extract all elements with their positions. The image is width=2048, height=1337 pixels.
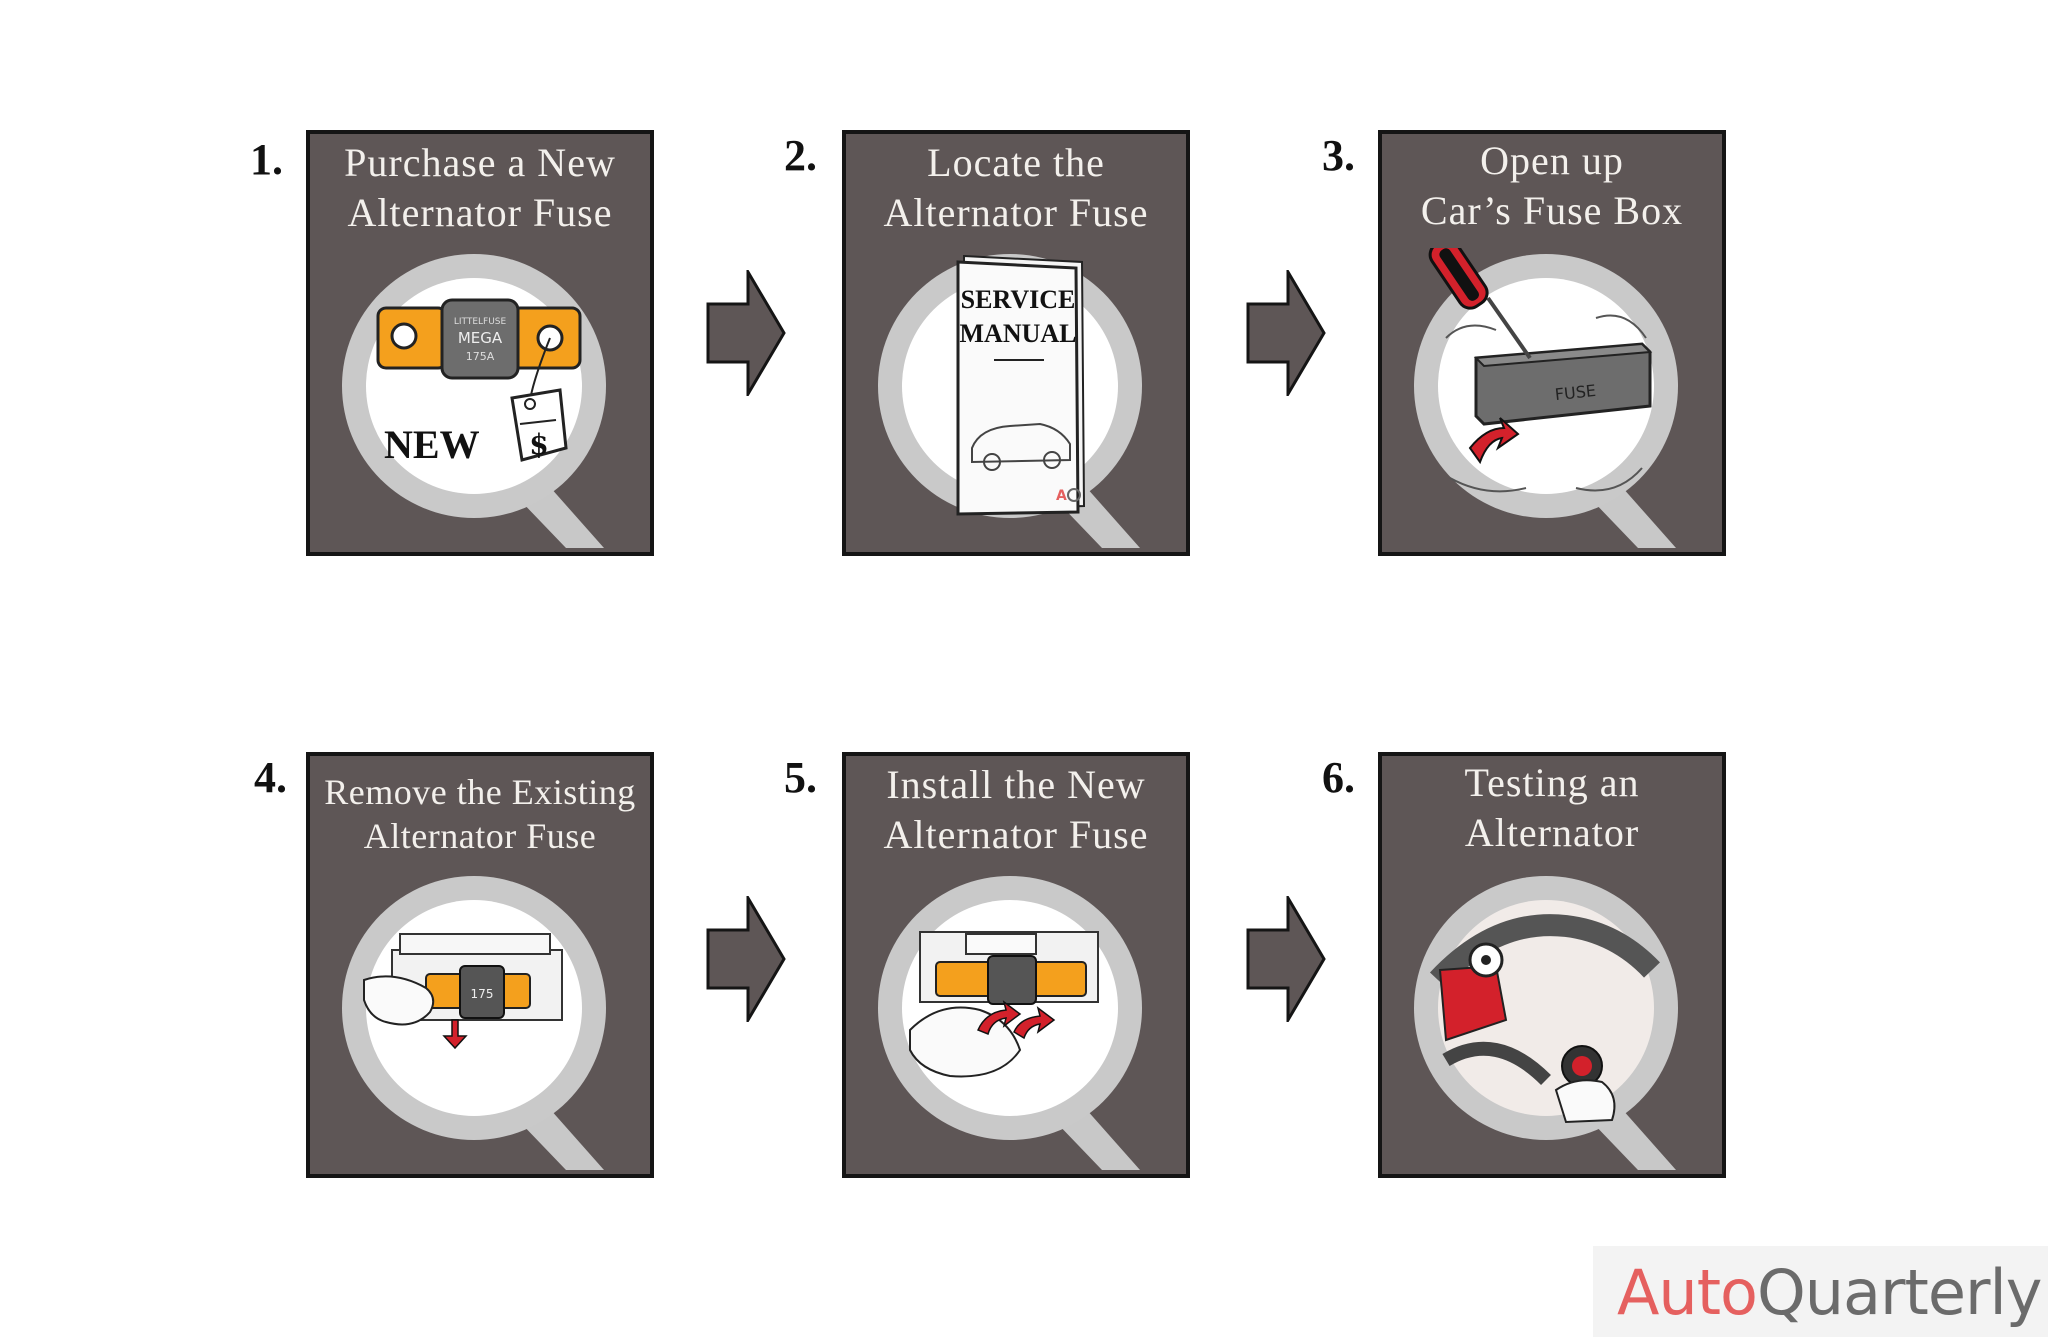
magnifier-icon: 175	[342, 876, 606, 1170]
red-arrow-icon	[1468, 417, 1520, 465]
arrow-right-icon	[706, 896, 786, 1022]
service-manual-illustration: SERVICE MANUAL A	[956, 254, 1086, 516]
magnifier-icon	[1414, 876, 1678, 1170]
dashboard-illustration	[1429, 914, 1660, 1087]
svg-text:175A: 175A	[466, 350, 495, 363]
price-tag-illustration: $	[510, 337, 568, 462]
magnifier-icon: LITTELFUSE MEGA 175A $ NEW	[342, 254, 606, 548]
step-2-number: 2.	[784, 131, 817, 180]
logo-text: AutoQuarterly	[1617, 1256, 2042, 1329]
hand-illustration	[363, 975, 435, 1026]
svg-text:$: $	[529, 428, 548, 461]
svg-text:175: 175	[471, 987, 494, 1001]
red-arrow-icon	[1013, 1006, 1056, 1040]
magnifier-icon	[878, 876, 1142, 1170]
magnifier-icon: SERVICE MANUAL A	[878, 254, 1142, 548]
svg-text:A: A	[1056, 488, 1067, 504]
magnifier-icon: FUSE	[1414, 248, 1678, 548]
engine-bay-lines	[1445, 314, 1647, 493]
arrow-right-icon	[1246, 896, 1326, 1022]
step-4-number: 4.	[254, 753, 287, 802]
arrow-right-icon	[706, 270, 786, 396]
hand-illustration	[1554, 1079, 1616, 1124]
step-6-number: 6.	[1322, 753, 1355, 802]
fuse-box-illustration: FUSE	[1473, 342, 1653, 426]
svg-text:FUSE: FUSE	[1554, 381, 1597, 404]
svg-text:SERVICE: SERVICE	[961, 285, 1076, 314]
autoquarterly-logo[interactable]: AutoQuarterly	[1593, 1246, 2048, 1337]
step-1-number: 1.	[250, 135, 283, 184]
screwdriver-icon	[1428, 248, 1532, 360]
step-3-number: 3.	[1322, 131, 1355, 180]
svg-text:MANUAL: MANUAL	[960, 319, 1077, 348]
svg-text:MEGA: MEGA	[458, 329, 503, 347]
step-5-number: 5.	[784, 753, 817, 802]
fuse-holder-illustration	[919, 931, 1099, 1005]
red-arrow-icon	[442, 1019, 468, 1050]
red-arrow-icon	[976, 1000, 1022, 1036]
arrow-right-icon	[1246, 270, 1326, 396]
svg-text:LITTELFUSE: LITTELFUSE	[454, 317, 507, 327]
new-label: NEW	[384, 422, 480, 467]
